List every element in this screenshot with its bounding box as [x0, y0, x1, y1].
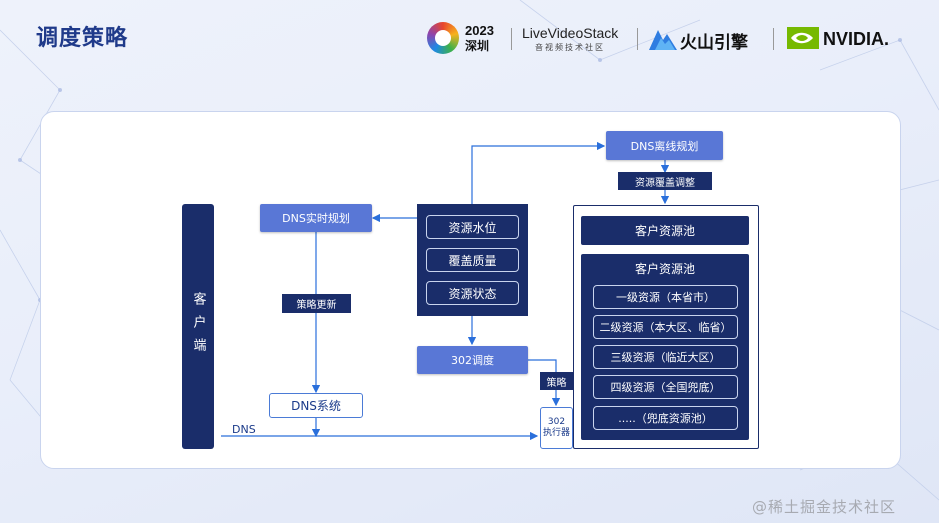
sponsor-logos: 2023 深圳 LiveVideoStack 音视频技术社区 火山引擎 NVID… [425, 16, 915, 60]
tier-1-resource: 一级资源（本省市） [593, 285, 738, 309]
logo-divider [637, 28, 638, 50]
tier-4-resource: 四级资源（全国兜底） [593, 375, 738, 399]
coverage-quality: 覆盖质量 [426, 248, 519, 272]
customer-pool-box: 客户资源池 [581, 216, 749, 245]
client-label: 客户端 [190, 292, 206, 361]
strategy-label: 策略 [540, 372, 573, 390]
resource-coverage-adjust-label: 资源覆盖调整 [618, 172, 712, 190]
watermark: @稀土掘金技术社区 [752, 498, 897, 516]
dns-system-box: DNS系统 [269, 393, 363, 418]
customer-pool-tiers: 客户资源池 一级资源（本省市） 二级资源（本大区、临省） 三级资源（临近大区） … [581, 254, 749, 440]
resource-metrics-box: 资源水位 覆盖质量 资源状态 [417, 204, 528, 316]
logo-divider [773, 28, 774, 50]
volcengine-logo: 火山引擎 [680, 33, 748, 53]
executor-302-box: 302 执行器 [540, 407, 573, 449]
resource-status: 资源状态 [426, 281, 519, 305]
volcengine-icon [649, 30, 677, 50]
livevideostackcon-logo-icon [427, 22, 459, 54]
tier-2-resource: 二级资源（本大区、临省） [593, 315, 738, 339]
nvidia-logo: NVIDIA. [823, 29, 890, 49]
strategy-update-label: 策略更新 [282, 294, 351, 313]
tier-3-resource: 三级资源（临近大区） [593, 345, 738, 369]
resource-water-level: 资源水位 [426, 215, 519, 239]
logo-year: 2023 [465, 23, 494, 38]
customer-pool-title: 客户资源池 [634, 262, 695, 276]
logo-divider [511, 28, 512, 50]
livevideostack-logo: LiveVideoStack [522, 25, 619, 41]
dns-offline-planning-box: DNS离线规划 [606, 131, 723, 160]
livevideostack-subtitle: 音视频技术社区 [535, 43, 605, 52]
dispatch-302-box: 302调度 [417, 346, 528, 374]
page-title: 调度策略 [36, 26, 129, 51]
dns-flow-label: DNS [232, 423, 256, 436]
dns-realtime-planning-box: DNS实时规划 [260, 204, 372, 232]
executor-line1: 302 [547, 417, 566, 427]
executor-line2: 执行器 [542, 428, 570, 438]
client-block: 客户端 [182, 204, 214, 449]
nvidia-eye-icon [787, 27, 819, 49]
logo-city: 深圳 [465, 39, 490, 53]
fallback-resource-pool: .....（兜底资源池） [593, 406, 738, 430]
